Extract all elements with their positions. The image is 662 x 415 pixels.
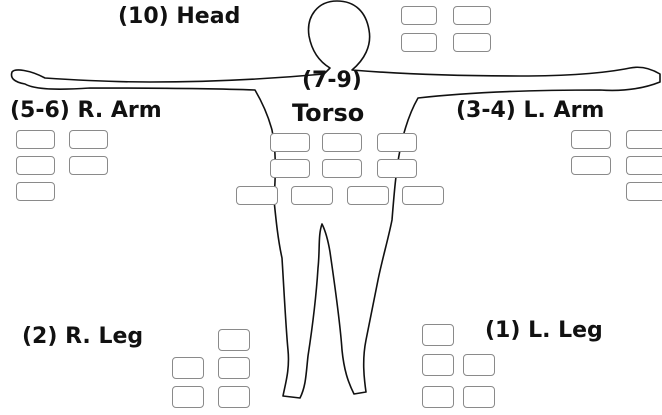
- left-leg-box[interactable]: [463, 354, 495, 376]
- right-arm-box[interactable]: [16, 182, 55, 201]
- head-box[interactable]: [401, 6, 437, 25]
- torso-box[interactable]: [270, 133, 310, 152]
- left-arm-label: (3-4) L. Arm: [456, 98, 605, 123]
- torso-box[interactable]: [402, 186, 444, 205]
- torso-label: Torso: [292, 99, 365, 127]
- left-arm-box[interactable]: [626, 130, 662, 149]
- torso-box[interactable]: [347, 186, 389, 205]
- torso-box[interactable]: [377, 159, 417, 178]
- right-leg-box[interactable]: [172, 386, 204, 408]
- right-leg-label: (2) R. Leg: [22, 324, 144, 349]
- head-box[interactable]: [453, 33, 491, 52]
- left-leg-box[interactable]: [422, 324, 454, 346]
- torso-box[interactable]: [270, 159, 310, 178]
- head-box[interactable]: [453, 6, 491, 25]
- left-leg-box[interactable]: [463, 386, 495, 408]
- body-outline: [10, 0, 661, 399]
- right-leg-box[interactable]: [172, 357, 204, 379]
- head-box[interactable]: [401, 33, 437, 52]
- right-arm-box[interactable]: [16, 156, 55, 175]
- right-arm-box[interactable]: [69, 130, 108, 149]
- right-leg-box[interactable]: [218, 357, 250, 379]
- torso-box[interactable]: [322, 159, 362, 178]
- left-arm-box[interactable]: [571, 156, 611, 175]
- torso-box[interactable]: [236, 186, 278, 205]
- torso-box[interactable]: [377, 133, 417, 152]
- right-arm-label: (5-6) R. Arm: [10, 98, 162, 123]
- torso-box[interactable]: [322, 133, 362, 152]
- left-arm-box[interactable]: [626, 182, 662, 201]
- left-arm-box[interactable]: [571, 130, 611, 149]
- left-leg-box[interactable]: [422, 354, 454, 376]
- right-arm-box[interactable]: [69, 156, 108, 175]
- right-leg-box[interactable]: [218, 329, 250, 351]
- right-arm-box[interactable]: [16, 130, 55, 149]
- left-leg-box[interactable]: [422, 386, 454, 408]
- torso-number-label: (7-9): [302, 68, 362, 93]
- left-arm-box[interactable]: [626, 156, 662, 175]
- head-label: (10) Head: [118, 4, 241, 29]
- left-leg-label: (1) L. Leg: [485, 318, 603, 343]
- right-leg-box[interactable]: [218, 386, 250, 408]
- torso-box[interactable]: [291, 186, 333, 205]
